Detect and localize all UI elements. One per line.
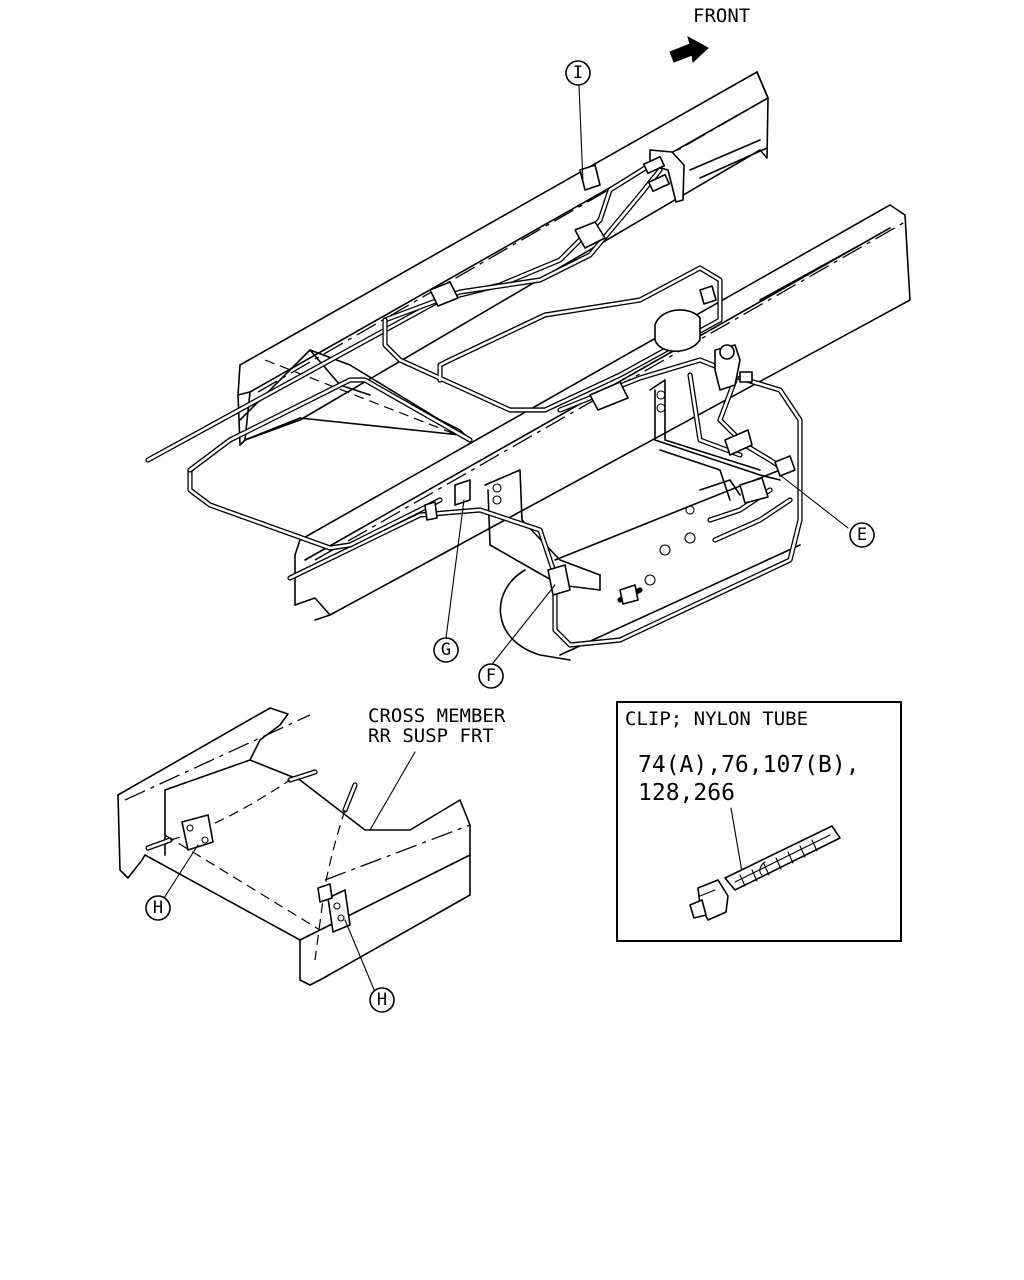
clip-detail-box: CLIP; NYLON TUBE 74(A),76,107(B), 128,26… [616,701,902,942]
callout-g-label: G [441,640,451,660]
upper-frame-rail [237,71,769,446]
front-indicator: FRONT [669,5,750,64]
cross-member-label-1: CROSS MEMBER [368,705,506,727]
rear-cross-member [484,379,781,591]
callout-e: E [849,522,875,548]
front-label: FRONT [693,5,750,27]
cable-tie-icon [689,825,841,921]
front-arrow-icon [669,35,709,64]
callout-e-label: E [857,525,867,545]
callout-h2: H [369,987,395,1013]
clip-box-title: CLIP; NYLON TUBE [625,708,808,730]
callout-h1: H [145,895,171,921]
clip-box-parts-1: 74(A),76,107(B), [638,752,860,778]
lower-frame-rail [294,204,911,621]
cross-member-label-2: RR SUSP FRT [368,725,494,747]
callout-i-label: I [573,63,583,83]
callout-g: G [433,637,459,663]
brake-tubes [145,162,803,648]
callout-f-label: F [486,666,496,686]
leader-lines [445,85,849,664]
callout-f: F [478,663,504,689]
callout-h1-label: H [153,898,163,918]
cross-member-panel [239,349,471,441]
callout-i: I [565,60,591,86]
fittings [424,149,796,605]
cross-member-detail: CROSS MEMBER RR SUSP FRT [117,705,506,993]
callout-h2-label: H [377,990,387,1010]
clip-box-parts-2: 128,266 [638,780,735,806]
